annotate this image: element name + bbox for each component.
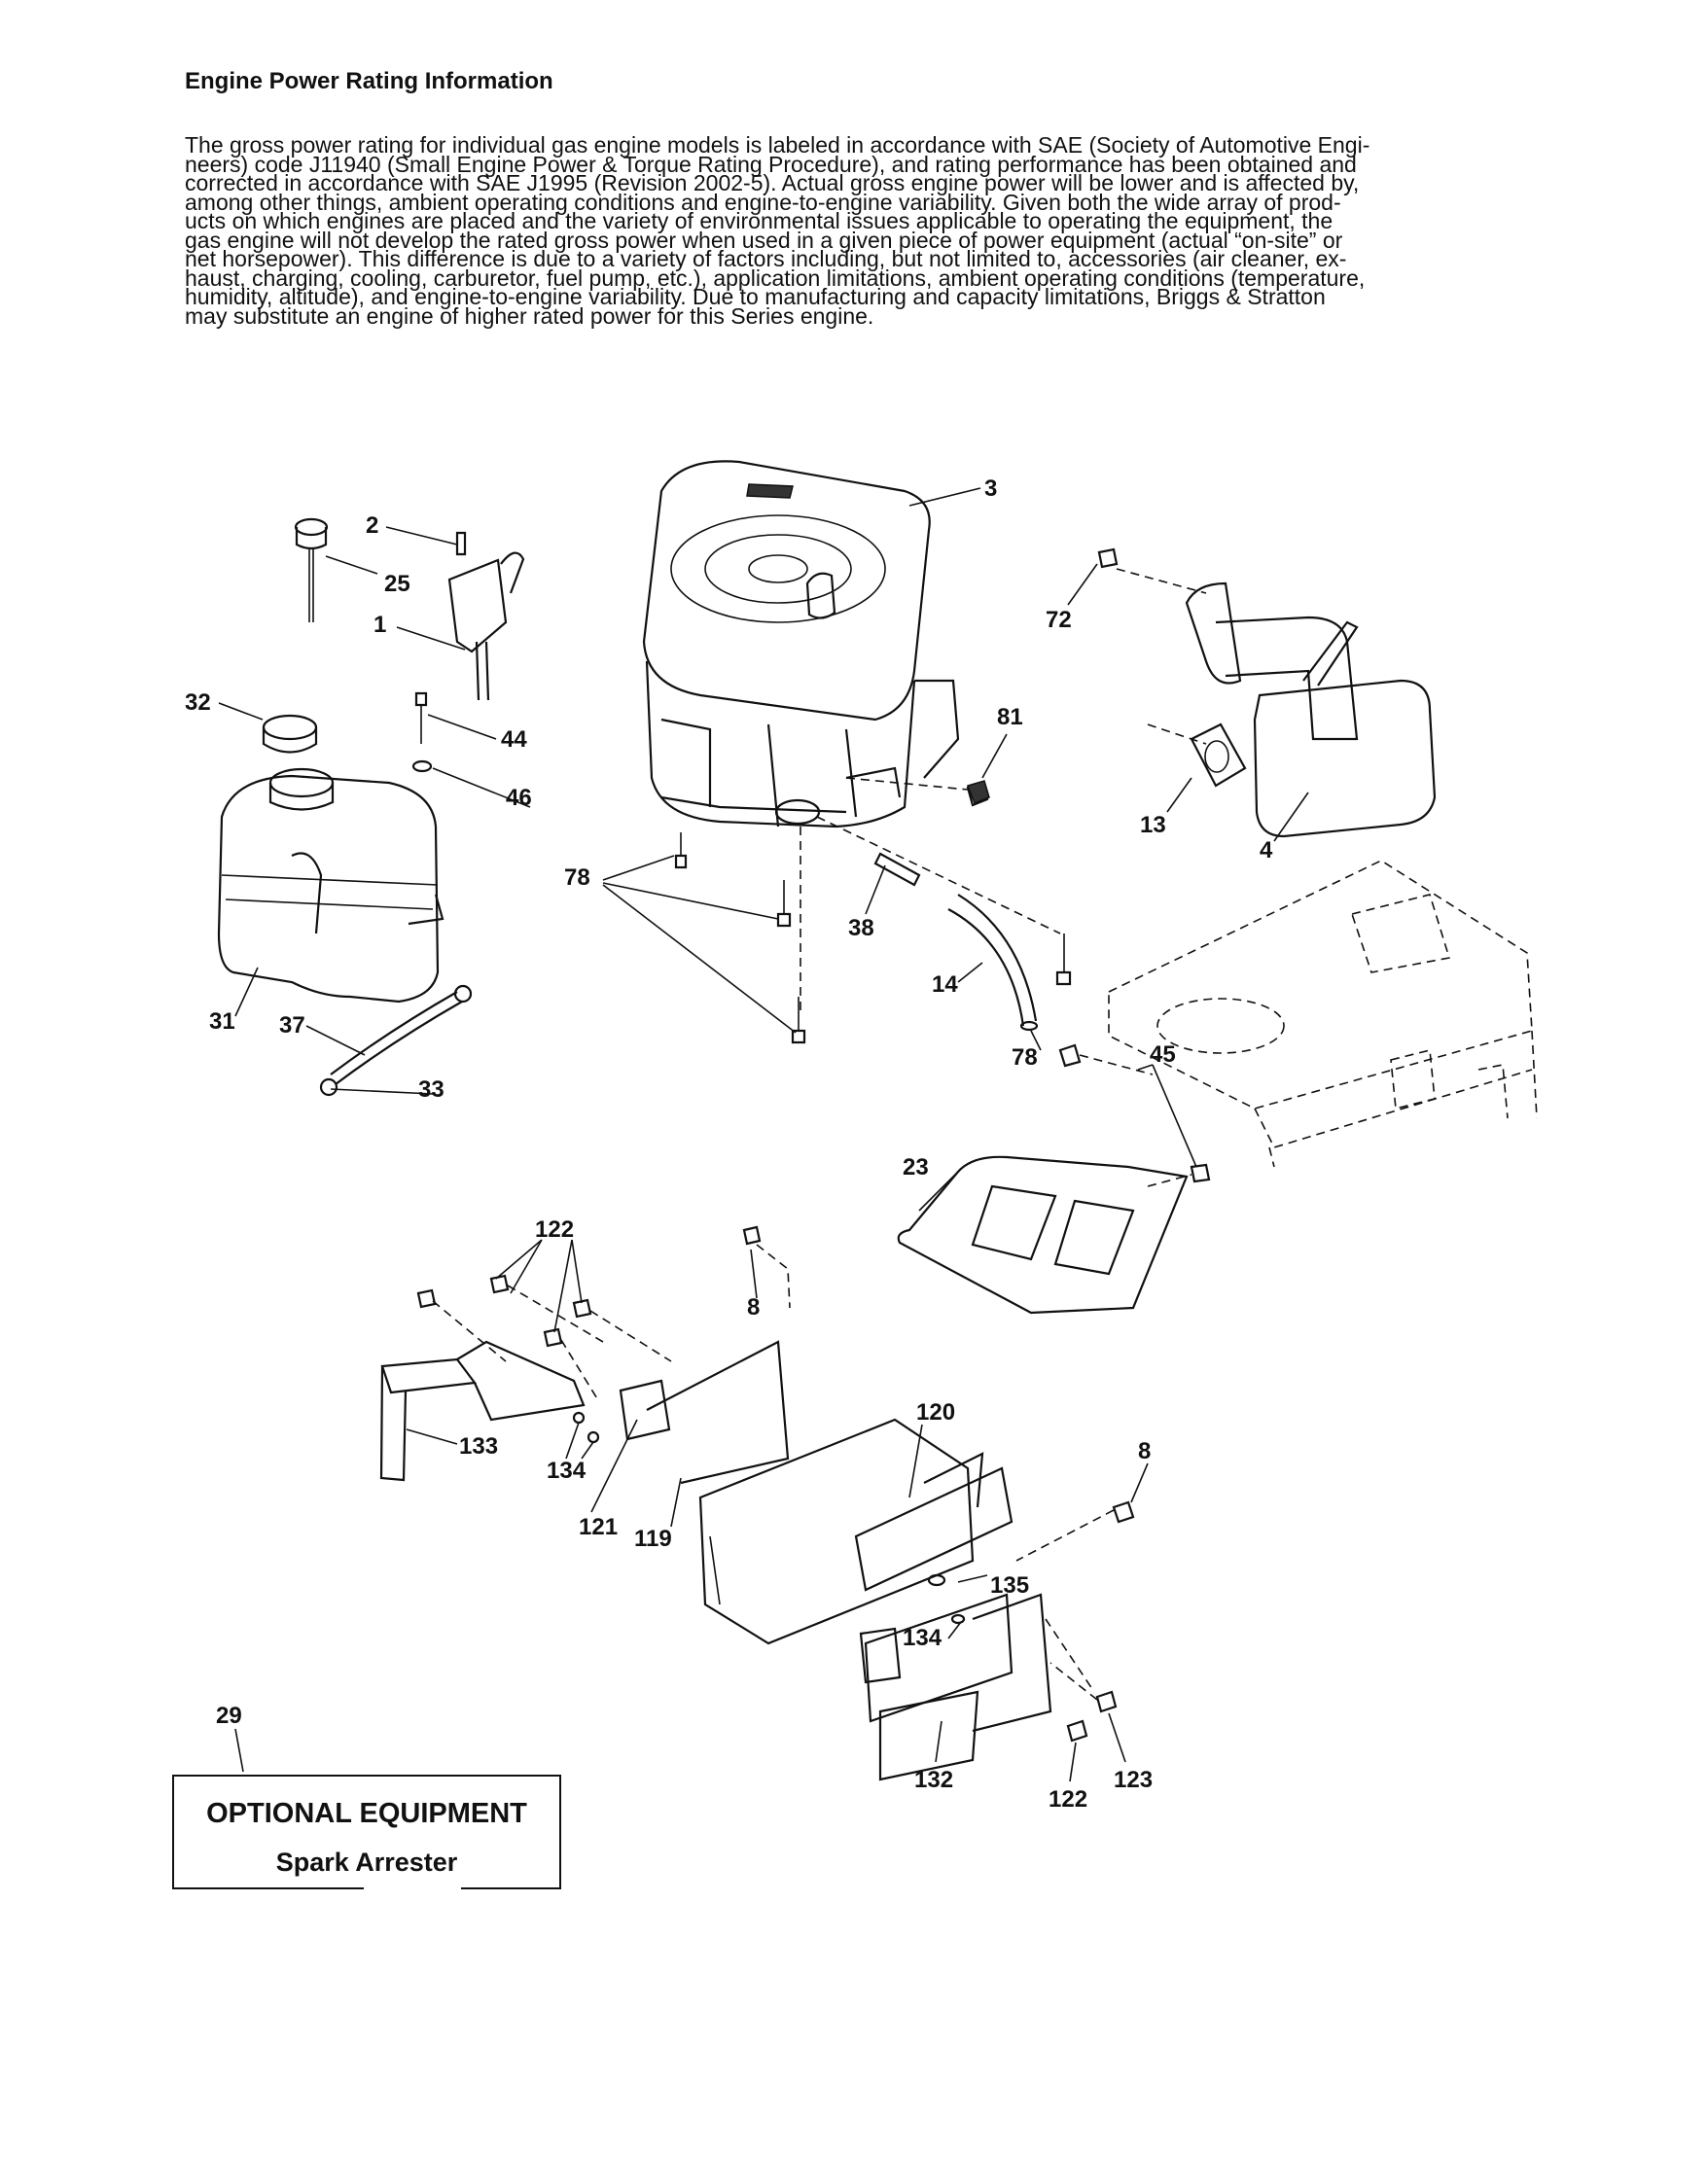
- callout-label: 44: [501, 726, 527, 753]
- callout-label: 38: [848, 915, 874, 941]
- paragraph-line: gas engine will not develop the rated gr…: [185, 227, 1343, 253]
- fuel-tank-part: [217, 714, 445, 1004]
- callout-label: 31: [209, 1008, 235, 1035]
- callout-label: 23: [903, 1154, 929, 1180]
- callout-label: 120: [916, 1399, 955, 1426]
- paragraph-line: neers) code J11940 (Small Engine Power &…: [185, 151, 1357, 177]
- callout-label: 135: [990, 1572, 1029, 1599]
- optional-equipment-item: Spark Arrester: [275, 1848, 458, 1877]
- optional-equipment-title: OPTIONAL EQUIPMENT: [206, 1798, 527, 1829]
- callout-label: 119: [634, 1526, 672, 1552]
- callout-label: 81: [997, 704, 1023, 730]
- callout-label: 46: [506, 785, 532, 811]
- callout-label: 8: [747, 1294, 760, 1321]
- callout-label: 123: [1114, 1767, 1153, 1793]
- callout-label: 121: [579, 1514, 618, 1540]
- callout-label: 29: [216, 1703, 242, 1729]
- optional-equipment-box: OPTIONAL EQUIPMENT Spark Arrester: [172, 1775, 561, 1891]
- callout-label: 134: [903, 1625, 942, 1651]
- callout-label: 4: [1260, 837, 1273, 863]
- bracket-assembly-part: [379, 1225, 1135, 1781]
- callout-label: 25: [384, 571, 410, 597]
- frame-part: [1108, 860, 1538, 1168]
- callout-label: 2: [366, 512, 378, 539]
- throttle-control-part: [294, 517, 525, 701]
- paragraph-line: The gross power rating for individual ga…: [185, 132, 1370, 158]
- callout-label: 72: [1046, 607, 1072, 633]
- paragraph-line: net horsepower). This difference is due …: [185, 246, 1347, 271]
- callout-label: 122: [535, 1216, 574, 1243]
- callout-label: 14: [932, 971, 958, 998]
- engine-part: [642, 460, 960, 828]
- callout-labels: 3 2 25 1 72 32 44 81 46 78 13 4 38 31 37…: [185, 476, 1273, 1813]
- callout-label: 78: [1012, 1044, 1038, 1071]
- page-title: Engine Power Rating Information: [185, 68, 553, 94]
- paragraph-line: corrected in accordance with SAE J1995 (…: [185, 170, 1360, 195]
- callout-label: 45: [1150, 1041, 1176, 1068]
- callout-label: 1: [373, 612, 386, 638]
- paragraph-line: may substitute an engine of higher rated…: [185, 302, 874, 329]
- callout-label: 3: [984, 476, 997, 502]
- fuel-line-part: [319, 984, 473, 1097]
- box-border-gap: [364, 1885, 461, 1891]
- callout-leaders: [218, 487, 1309, 1782]
- callout-label: 8: [1138, 1438, 1151, 1464]
- muffler-part: [1097, 547, 1437, 838]
- paragraph-line: ucts on which engines are placed and the…: [185, 208, 1334, 233]
- bolts-part: [411, 691, 1072, 1044]
- rating-paragraph: The gross power rating for individual ga…: [185, 132, 1547, 329]
- callout-label: 134: [547, 1458, 587, 1484]
- paragraph-line: haust, charging, cooling, carburetor, fu…: [185, 264, 1366, 291]
- callout-label: 133: [459, 1433, 498, 1460]
- callout-label: 37: [279, 1012, 305, 1039]
- linkage-part: [845, 777, 1039, 1032]
- callout-label: 132: [914, 1767, 953, 1793]
- paragraph-line: humidity, altitude), and engine-to-engin…: [185, 284, 1326, 309]
- shield-part: [897, 1043, 1211, 1315]
- callout-label: 78: [564, 864, 590, 891]
- callout-label: 33: [418, 1076, 445, 1103]
- paragraph-line: among other things, ambient operating co…: [185, 189, 1341, 215]
- callout-label: 13: [1140, 812, 1166, 838]
- callout-label: 32: [185, 689, 211, 716]
- callout-label: 122: [1049, 1786, 1087, 1813]
